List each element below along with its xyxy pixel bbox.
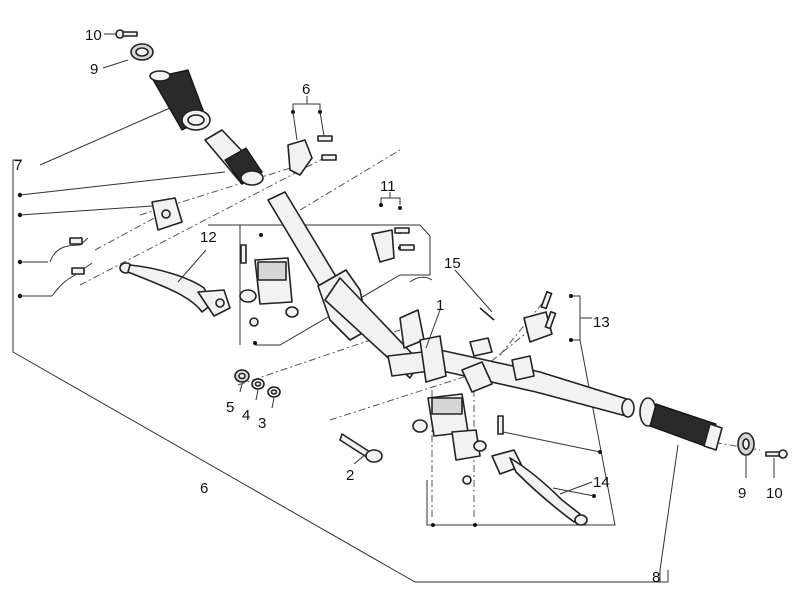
bracket-group-13-14 [426,294,616,527]
clutch-lever-part-12 [119,262,231,317]
master-cylinder-right [412,393,504,485]
callout-1: 1 [436,297,444,314]
throttle-tube [204,129,264,186]
callout-6-bottom: 6 [200,480,208,497]
switch-housing-part-6-top [287,135,337,176]
washer-part-4 [251,378,265,390]
handlebar-clamp-left [151,197,183,231]
left-grip-part-7 [149,69,211,131]
leader-7 [39,107,171,166]
right-grip-part-8 [639,397,723,451]
bar-end-part-9-left [130,43,154,61]
handlebar-part-1 [267,191,635,418]
left-bracket-dots [17,171,226,299]
screw-part-10-left [115,29,138,39]
callout-2: 2 [346,467,354,484]
leader-9-left [102,59,129,69]
callout-10-right: 10 [766,485,783,502]
callout-6-top: 6 [302,81,310,98]
callout-8: 8 [652,569,660,586]
callout-10-left: 10 [85,27,102,44]
callout-12: 12 [200,229,217,246]
callout-9-left: 9 [90,61,98,78]
spacer-sleeve [461,361,493,393]
callout-3: 3 [258,415,266,432]
bolt-part-2 [339,433,383,463]
bracket-group-8 [659,444,679,583]
callout-14: 14 [593,474,610,491]
callout-4: 4 [242,407,250,424]
clip-part-15 [409,276,495,321]
callout-leaders [177,249,775,495]
clamp-part-13 [523,290,557,343]
bracket-group-6-top [291,96,325,141]
callout-9-right: 9 [738,485,746,502]
cable-assembly-left [49,237,93,297]
callout-7: 7 [14,157,22,174]
master-cylinder-left [239,244,299,327]
washer-part-3 [267,386,281,398]
nut-part-5 [234,369,250,383]
callout-13: 13 [593,314,610,331]
brake-lever-part-14 [491,449,588,526]
callout-5: 5 [226,399,234,416]
bar-end-part-9-right [737,432,755,456]
callout-15: 15 [444,255,461,272]
bracket-group-6-left [12,159,661,583]
screw-part-10-right [765,449,788,459]
clamp-part-11 [371,227,415,263]
callout-11: 11 [380,178,396,195]
